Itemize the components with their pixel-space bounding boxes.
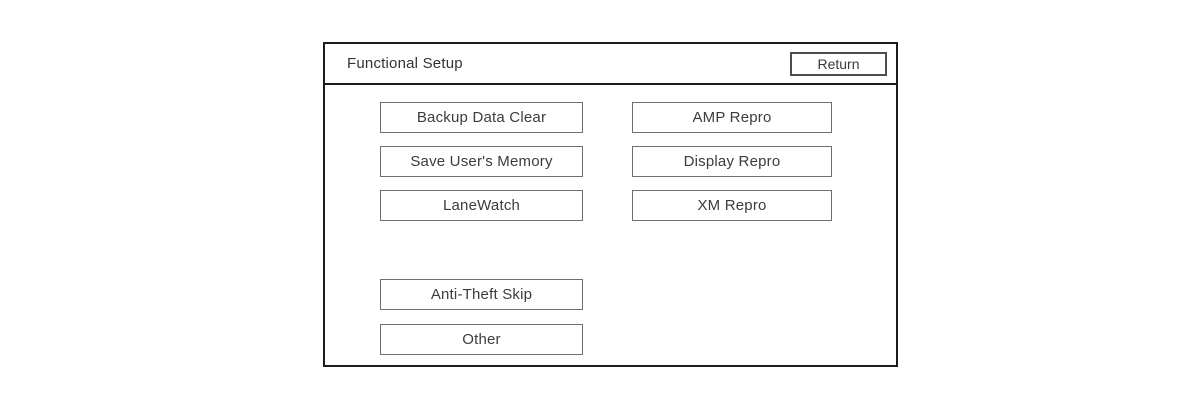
other-button[interactable]: Other — [380, 324, 583, 355]
title-bar: Functional Setup Return — [325, 44, 896, 85]
backup-data-clear-button[interactable]: Backup Data Clear — [380, 102, 583, 133]
page-title: Functional Setup — [347, 55, 463, 72]
display-repro-button[interactable]: Display Repro — [632, 146, 832, 177]
lanewatch-button[interactable]: LaneWatch — [380, 190, 583, 221]
anti-theft-skip-button[interactable]: Anti-Theft Skip — [380, 279, 583, 310]
xm-repro-button[interactable]: XM Repro — [632, 190, 832, 221]
return-button[interactable]: Return — [790, 51, 887, 76]
amp-repro-button[interactable]: AMP Repro — [632, 102, 832, 133]
functional-setup-panel: Functional Setup Return Backup Data Clea… — [323, 42, 898, 367]
save-users-memory-button[interactable]: Save User's Memory — [380, 146, 583, 177]
